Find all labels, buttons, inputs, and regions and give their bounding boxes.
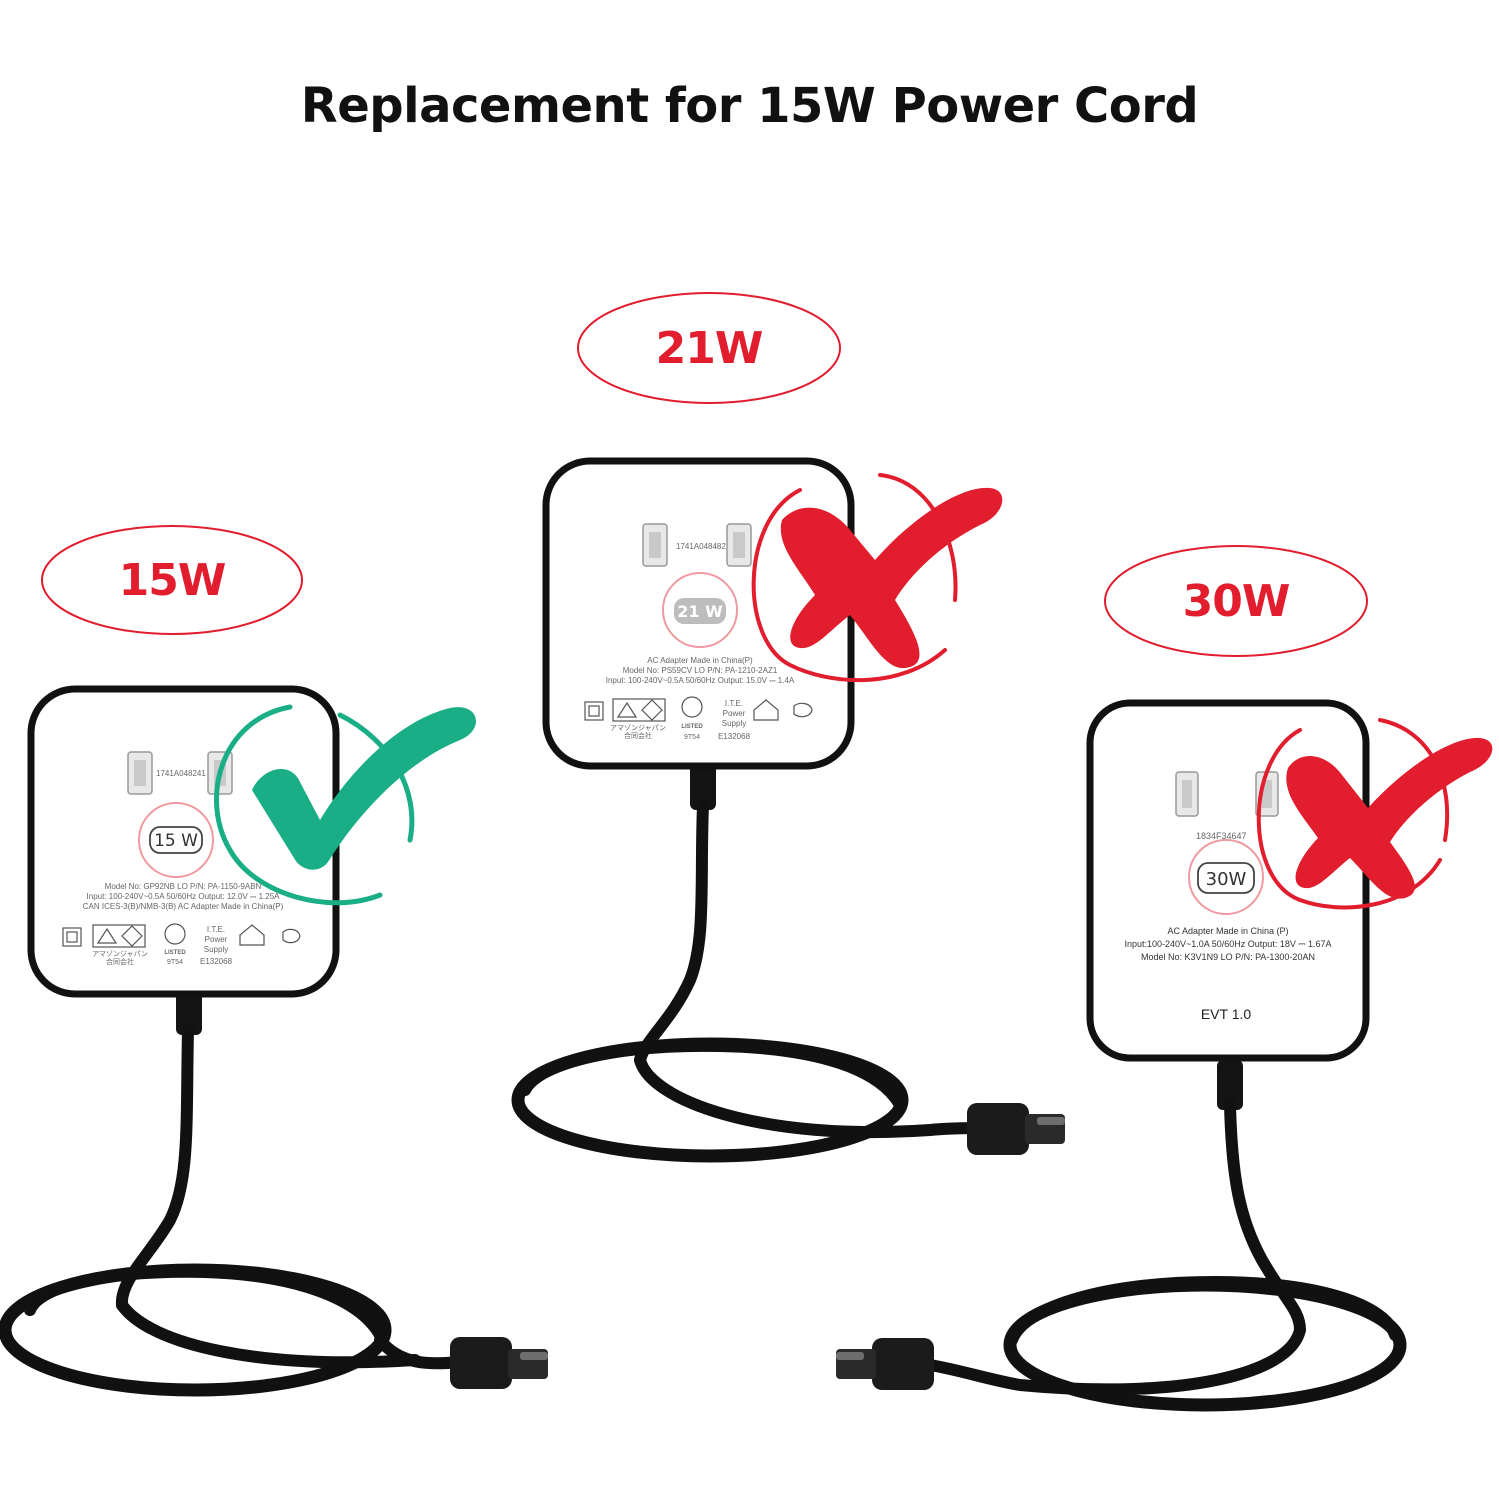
serial-21w: 1741A048482: [676, 542, 726, 551]
watt-label-21w: 21W: [655, 323, 764, 374]
spec-line: Input: 100-240V~0.5A 50/60Hz Output: 12.…: [87, 892, 281, 901]
ite-text: Power: [205, 935, 228, 944]
listed-text: LISTED: [164, 950, 186, 956]
oval-15w: [41, 525, 303, 635]
file-text: E132068: [200, 957, 233, 966]
watt-label-30w: 30W: [1182, 576, 1291, 627]
plug-15w: [450, 1337, 548, 1389]
cable-30w: [924, 1060, 1407, 1412]
code-text: 9T54: [684, 734, 700, 741]
adapter-21w: [542, 457, 855, 770]
spec-line: Model No: GP92NB LO P/N: PA-1150-9ABN: [105, 882, 262, 891]
cert-jp-text: 合同会社: [106, 957, 134, 966]
cross-icon: [1256, 718, 1493, 910]
page-title: Replacement for 15W Power Cord: [300, 78, 1199, 134]
spec-line: AC Adapter Made in China(P): [647, 656, 753, 665]
cable-15w: [0, 985, 466, 1397]
ite-text: I.T.E.: [725, 699, 743, 708]
badge-30w: 30W: [1206, 869, 1247, 890]
adapter-15w: [27, 685, 340, 998]
serial-15w: 1741A048241: [156, 769, 206, 778]
spec-line: Model No: PS59CV LO P/N: PA-1210-2AZ1: [623, 666, 778, 675]
spec-line: Input: 100-240V~0.5A 50/60Hz Output: 15.…: [606, 676, 795, 685]
badge-15w: 15 W: [154, 831, 198, 851]
evt-label: EVT 1.0: [1201, 1006, 1252, 1022]
cert-jp-text: 合同会社: [624, 731, 652, 740]
plug-30w: [836, 1338, 934, 1390]
cable-21w: [511, 760, 991, 1163]
ite-text: I.T.E.: [207, 925, 225, 934]
watt-label-15w: 15W: [118, 555, 227, 606]
listed-text: LISTED: [681, 724, 703, 730]
oval-21w: [577, 292, 841, 404]
cert-jp-text: アマゾンジャパン: [92, 950, 148, 958]
cert-row-15w: [62, 923, 301, 948]
spec-line: CAN ICES-3(B)/NMB-3(B) AC Adapter Made i…: [83, 902, 284, 911]
spec-line: Input:100-240V~1.0A 50/60Hz Output: 18V …: [1124, 939, 1331, 949]
ite-text: Supply: [204, 945, 228, 954]
spec-line: Model No: K3V1N9 LO P/N: PA-1300-20AN: [1141, 952, 1315, 962]
cert-row-21w: [584, 696, 813, 722]
cert-jp-text: アマゾンジャパン: [610, 724, 666, 732]
ite-text: Supply: [722, 719, 746, 728]
file-text: E132068: [718, 732, 751, 741]
plug-21w: [967, 1103, 1065, 1155]
badge-21w: 21 W: [677, 602, 723, 621]
code-text: 9T54: [167, 959, 183, 966]
oval-30w: [1104, 545, 1368, 657]
cross-icon: [751, 473, 1003, 683]
ite-text: Power: [723, 709, 746, 718]
serial-30w: 1834F34647: [1196, 831, 1247, 841]
spec-line: AC Adapter Made in China (P): [1167, 926, 1288, 936]
check-icon: [214, 704, 477, 906]
